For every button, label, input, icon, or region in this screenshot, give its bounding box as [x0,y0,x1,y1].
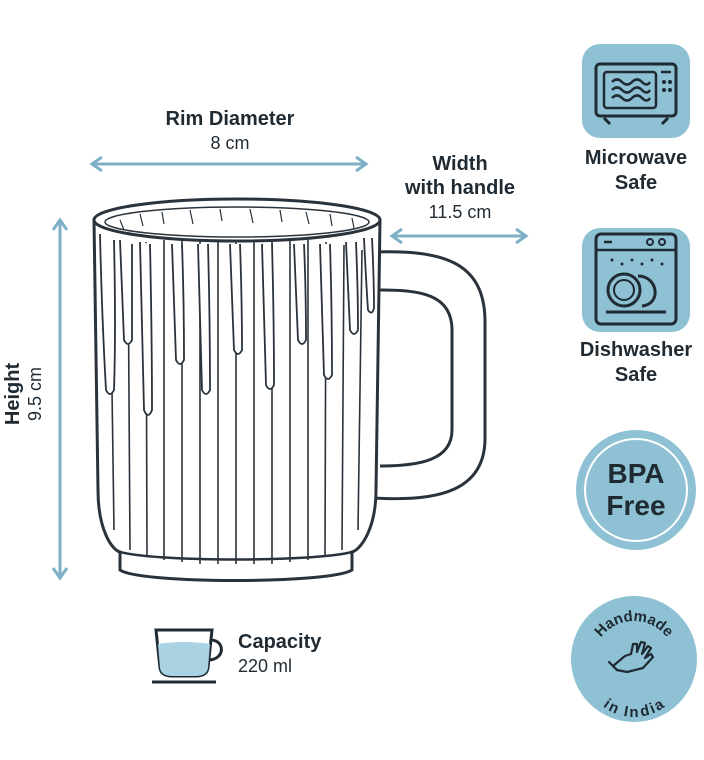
width-title-line1: Width [432,153,488,175]
rim-arrow [89,155,369,173]
microwave-line1: Microwave [584,147,688,169]
rim-diameter-label: Rim Diameter 8 cm [130,108,330,154]
bpa-line2: Free [606,490,666,521]
width-title-line2: with handle [405,177,515,199]
mug-illustration [92,197,487,582]
rim-diameter-value: 8 cm [210,133,250,153]
dishwasher-line2: Safe [614,364,658,386]
hand-icon [607,640,655,674]
rim-diameter-title: Rim Diameter [165,108,295,130]
dishwasher-safe-label: Dishwasher Safe [561,338,704,388]
width-arrow [389,227,529,245]
width-label: Width with handle 11.5 cm [390,152,530,224]
microwave-safe-label: Microwave Safe [566,146,704,196]
dishwasher-icon [594,232,678,326]
cup-icon [152,628,223,684]
dishwasher-line1: Dishwasher [579,339,693,361]
dishwasher-badge [582,228,690,332]
height-label: Height 9.5 cm [2,334,46,454]
height-arrow [51,217,69,581]
capacity-label: Capacity 220 ml [238,630,321,678]
height-title: Height [2,362,24,426]
svg-text:in India: in India [600,695,667,721]
capacity-title: Capacity [238,631,322,653]
height-value: 9.5 cm [25,366,45,422]
microwave-badge [582,44,690,138]
microwave-line2: Safe [614,172,658,194]
width-value: 11.5 cm [428,202,492,222]
bpa-line1: BPA [607,458,665,489]
capacity-value: 220 ml [238,656,293,676]
handmade-top-text: Handmade [591,608,677,641]
svg-text:Handmade: Handmade [591,608,677,641]
handmade-bottom-text: in India [600,695,667,721]
bpa-free-badge: BPA Free [576,430,696,550]
handmade-badge: Handmade in India [571,596,697,722]
handmade-seal: Handmade in India [591,608,677,721]
microwave-icon [594,62,678,126]
